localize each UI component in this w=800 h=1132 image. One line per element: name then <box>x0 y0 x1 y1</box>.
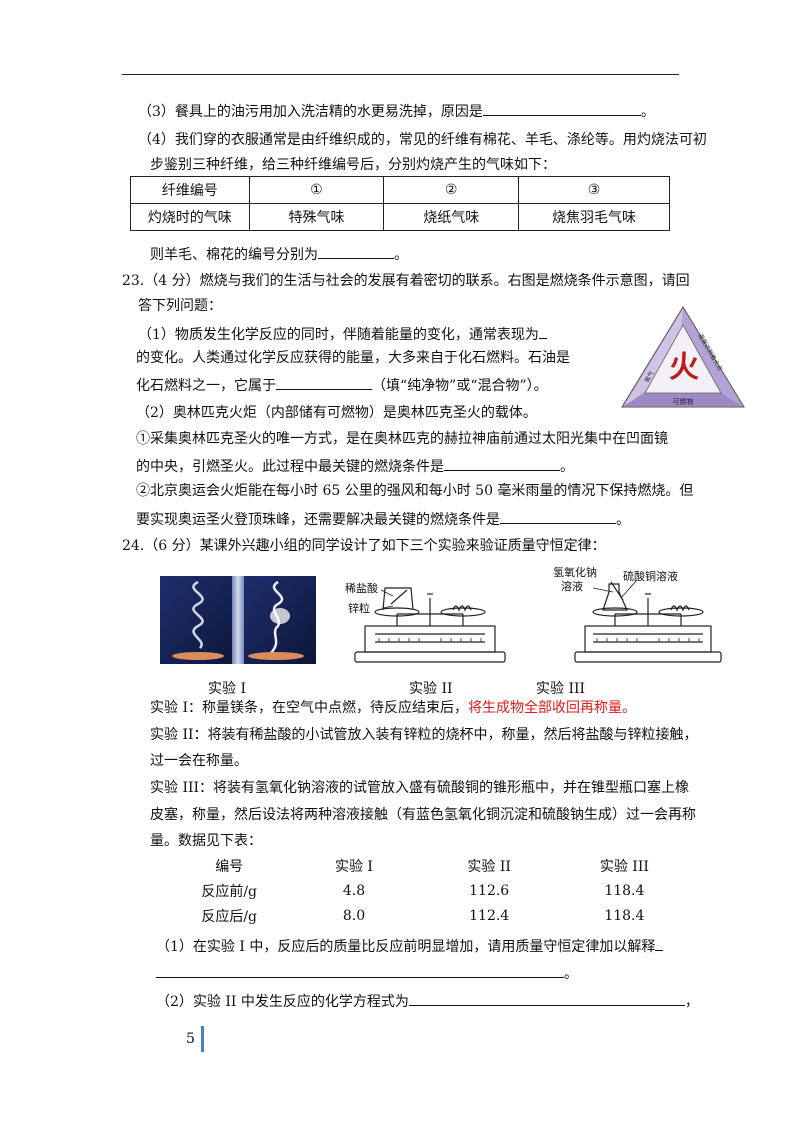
answer-blank[interactable] <box>444 455 560 471</box>
q23-line3: （1）物质发生化学反应的同时，伴随着能量的变化，通常表现为 <box>138 323 547 345</box>
table-cell: 编号 <box>215 858 244 875</box>
page-number: 5 <box>186 1031 195 1047</box>
table-cell: 灼烧时的气味 <box>130 203 250 231</box>
answer-blank[interactable] <box>482 100 641 116</box>
table-cell: 烧纸气味 <box>383 203 520 231</box>
q23-line10: 要实现奥运圣火登顶珠峰，还需要解决最关键的燃烧条件是。 <box>136 508 630 530</box>
answer-blank[interactable] <box>500 508 616 524</box>
fire-glyph: 火 <box>669 350 699 385</box>
experiment-2-line2: 过一会在称量。 <box>150 753 248 769</box>
answer-blank[interactable] <box>655 935 664 951</box>
q24-sub1: （1）在实验 I 中，反应后的质量比反应前明显增加，请用质量守恒定律加以解释 <box>156 935 664 957</box>
experiment-1-text: 实验 I：称量镁条，在空气中点燃，待反应结束后，将生成物全部收回再称量。 <box>150 700 636 716</box>
table-cell: 实验 I <box>334 858 373 875</box>
experiment-1-photo <box>160 576 316 664</box>
table-row: 灼烧时的气味 特殊气味 烧纸气味 烧焦羽毛气味 <box>130 203 670 231</box>
table-row: 编号 实验 I 实验 II 实验 III <box>172 853 692 878</box>
experiment-3-line1: 实验 III：将装有氢氧化钠溶液的试管放入盛有硫酸铜的锥形瓶中，并在锥型瓶口塞上… <box>150 780 690 796</box>
q23-line1: 23.（4 分）燃烧与我们的生活与社会的发展有着密切的联系。右图是燃烧条件示意图… <box>122 273 690 289</box>
answer-blank[interactable] <box>276 374 372 390</box>
q23-line6: （2）奥林匹克火炬（内部储有可燃物）是奥林匹克圣火的载体。 <box>136 405 537 421</box>
table-cell: ① <box>248 176 385 204</box>
q23-line5: 化石燃料之一，它属于（填“纯净物”或“混合物”）。 <box>136 374 548 396</box>
q23-line9: ②北京奥运会火炬能在每小时 65 公里的强风和每小时 50 毫米雨量的情况下保持… <box>136 483 694 499</box>
fire-triangle-figure: 火 氧气 温度达到着火点 可燃物 <box>621 306 745 408</box>
label-solution: 溶液 <box>561 579 583 593</box>
q22-part4-line2: 步鉴别三种纤维，给三种纤维编号后，分别灼烧产生的气味如下： <box>150 157 556 173</box>
q23-line7: ①采集奥林匹克圣火的唯一方式，是在奥林匹克的赫拉神庙前通过太阳光集中在凹面镜 <box>136 431 668 447</box>
q24-line1: 24.（6 分）某课外兴趣小组的同学设计了如下三个实验来验证质量守恒定律： <box>122 538 606 554</box>
table-cell: 纤维编号 <box>130 176 250 204</box>
table-cell: 118.4 <box>604 907 645 924</box>
q23-line4: 的变化。人类通过化学反应获得的能量，大多来自于化石燃料。石油是 <box>136 350 570 366</box>
mass-data-table: 编号 实验 I 实验 II 实验 III 反应前/g 4.8 112.6 118… <box>172 853 692 928</box>
experiment-3-line2: 皮塞，称量，然后设法将两种溶液接触（有蓝色氢氧化铜沉淀和硫酸钠生成）过一会再称 <box>150 807 696 823</box>
table-cell: 112.6 <box>469 882 510 899</box>
experiment-2-line1: 实验 II：将装有稀盐酸的小试管放入装有锌粒的烧杯中，称量，然后将盐酸与锌粒接触… <box>150 727 698 743</box>
table-row: 反应后/g 8.0 112.4 118.4 <box>172 903 692 928</box>
experiment-2-balance: 稀盐酸 锌粒 <box>345 581 506 663</box>
label-cuso4: 硫酸铜溶液 <box>623 569 678 583</box>
caption-experiment-2: 实验 II <box>409 681 453 697</box>
table-row: 纤维编号 ① ② ③ <box>130 176 670 204</box>
caption-experiment-1: 实验 I <box>208 681 246 697</box>
table-cell: 实验 III <box>599 858 649 875</box>
answer-blank[interactable] <box>538 323 547 339</box>
label-dilute-hcl: 稀盐酸 <box>345 581 378 595</box>
table-cell: 118.4 <box>604 882 645 899</box>
label-naoh: 氢氧化钠 <box>553 565 597 579</box>
triangle-bottom-label: 可燃物 <box>673 397 694 406</box>
q22-part3: （3）餐具上的油污用加入洗洁精的水更易洗掉，原因是。 <box>138 100 655 122</box>
table-cell: 特殊气味 <box>248 203 385 231</box>
page-marker-bar <box>201 1026 204 1052</box>
header-rule <box>122 74 679 75</box>
table-cell: ② <box>383 176 520 204</box>
table-cell: 8.0 <box>342 907 366 924</box>
label-zinc: 锌粒 <box>348 601 370 615</box>
table-cell: 反应前/g <box>201 883 258 900</box>
q23-line2: 答下列问题： <box>138 298 222 314</box>
table-cell: ③ <box>518 176 670 204</box>
table-cell: 烧焦羽毛气味 <box>518 203 670 231</box>
caption-experiment-3: 实验 III <box>536 681 586 697</box>
experiment-3-line3: 量。数据见下表： <box>150 833 262 849</box>
answer-blank[interactable] <box>408 990 685 1006</box>
table-cell: 实验 II <box>467 858 511 875</box>
q23-line8: 的中央，引燃圣火。此过程中最关键的燃烧条件是。 <box>136 455 574 477</box>
table-row: 反应前/g 4.8 112.6 118.4 <box>172 878 692 903</box>
red-highlight: 将生成物全部收回再称量。 <box>467 700 636 716</box>
answer-blank[interactable] <box>156 962 564 978</box>
q24-sub2: （2）实验 II 中发生反应的化学方程式为， <box>156 990 699 1012</box>
table-cell: 4.8 <box>342 882 366 899</box>
experiment-3-balance: 氢氧化钠 溶液 硫酸铜溶液 <box>553 565 722 663</box>
fiber-table: 纤维编号 ① ② ③ 灼烧时的气味 特殊气味 烧纸气味 烧焦羽毛气味 <box>130 176 670 231</box>
table-cell: 112.4 <box>469 907 510 924</box>
table-cell: 反应后/g <box>201 908 258 925</box>
q24-sub1-answer-line: 。 <box>156 962 578 984</box>
q22-part5: 则羊毛、棉花的编号分别为。 <box>150 243 408 265</box>
q22-part4-line1: （4）我们穿的衣服通常是由纤维织成的，常见的纤维有棉花、羊毛、涤纶等。用灼烧法可… <box>138 132 707 148</box>
answer-blank[interactable] <box>318 243 394 259</box>
